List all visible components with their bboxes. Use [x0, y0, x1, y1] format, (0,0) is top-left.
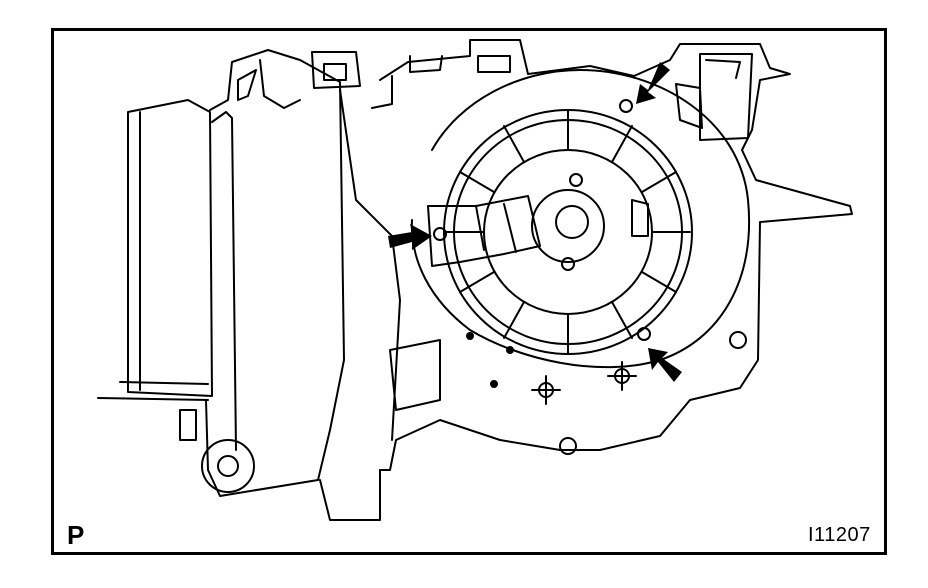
view-label: P: [67, 520, 85, 550]
blower-fan-wheel: [427, 99, 693, 355]
arrow-lower-right: [648, 348, 682, 382]
arrow-left-screw: [388, 224, 432, 250]
blower-housing: [371, 39, 853, 471]
pointer-arrows: [388, 62, 682, 382]
figure-code: I11207: [808, 524, 871, 546]
arrow-upper-right: [636, 62, 670, 104]
heater-case: [97, 49, 401, 521]
figure-frame: [51, 28, 887, 555]
